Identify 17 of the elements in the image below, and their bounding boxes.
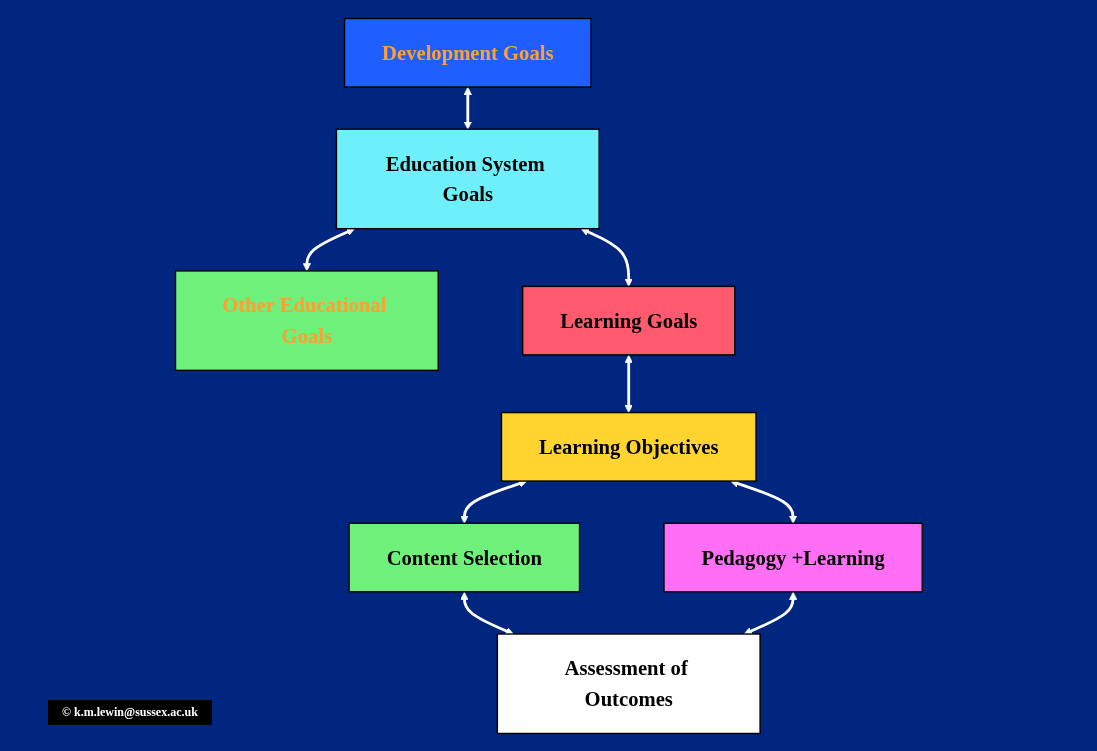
node-box: Development Goals <box>343 17 592 88</box>
arrow <box>459 591 514 635</box>
arrow <box>302 227 355 271</box>
node-box: Assessment of Outcomes <box>496 632 761 734</box>
arrow <box>580 227 633 287</box>
arrow <box>730 479 797 524</box>
node-box: Learning Goals <box>521 285 736 356</box>
arrow <box>463 86 472 130</box>
node-box: Pedagogy +Learning <box>662 522 923 592</box>
arrow <box>743 591 797 635</box>
copyright-notice: © k.m.lewin@sussex.ac.uk <box>48 700 212 725</box>
node-box: Learning Objectives <box>500 411 757 482</box>
node-box: Other Educational Goals <box>174 269 439 371</box>
node-box: Content Selection <box>348 522 580 592</box>
arrow <box>624 354 633 413</box>
node-box: Education System Goals <box>335 128 600 229</box>
arrow <box>459 479 527 524</box>
